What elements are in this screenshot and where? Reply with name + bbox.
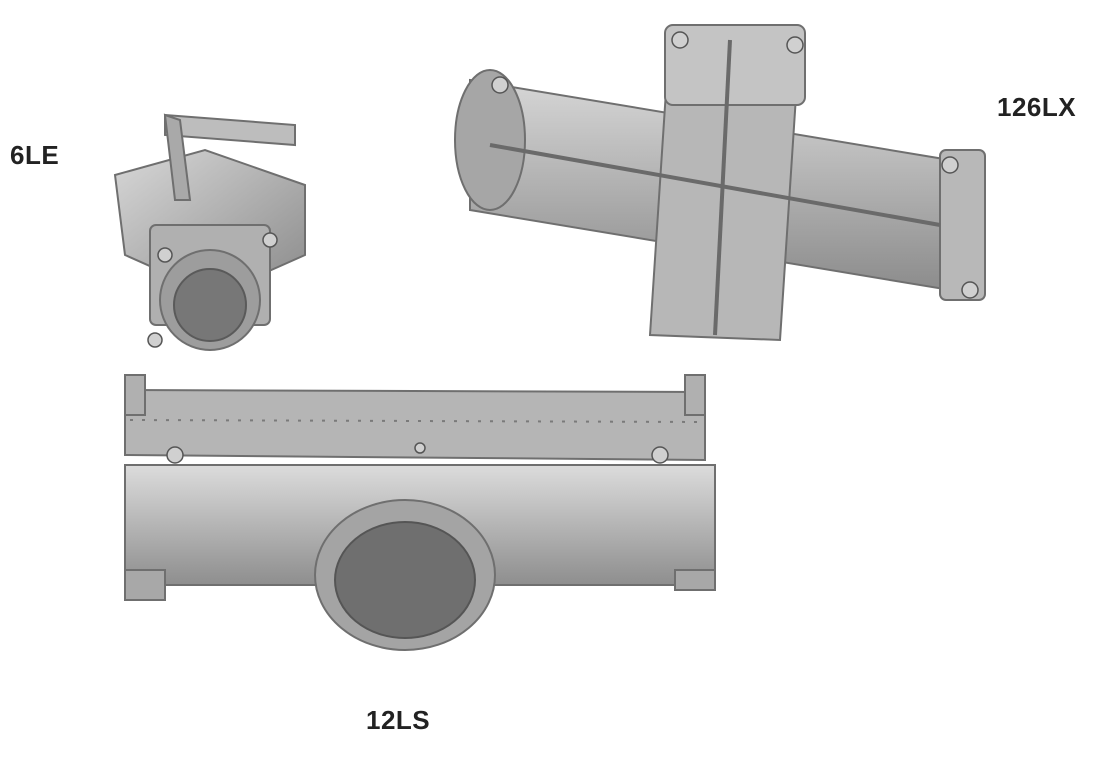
burner-12ls-photo (124, 374, 716, 651)
burner-label-12ls: 12LS (366, 705, 431, 735)
burner-label-126lx: 126LX (997, 92, 1077, 122)
burner-label-6le: 6LE (10, 140, 60, 170)
burner-126lx-photo (454, 24, 986, 342)
burner-6le-photo (113, 113, 306, 351)
